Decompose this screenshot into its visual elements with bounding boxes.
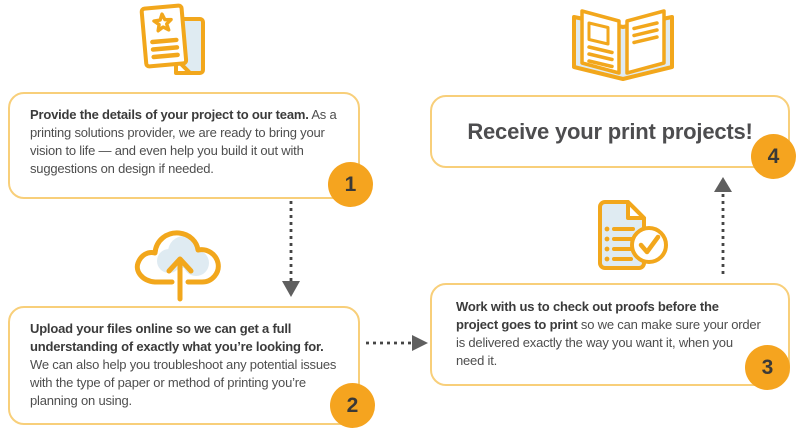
step-3-text: Work with us to check out proofs before … [456,298,764,370]
step-2-number-badge: 2 [330,383,375,428]
open-booklet-icon [572,9,674,81]
step-1-text: Provide the details of your project to o… [30,106,338,178]
step-1-body: As a printing solutions provider, we are… [30,107,337,176]
step-4-number-badge: 4 [751,134,796,179]
step-4-card: Receive your print projects! [430,95,790,168]
step-2-body: We can also help you troubleshoot any po… [30,356,337,408]
step-2-text: Upload your files online so we can get a… [30,320,338,410]
step-3-card: Work with us to check out proofs before … [430,283,790,386]
arrow-down-step1-to-step2-icon [282,201,300,297]
step-1-card: Provide the details of your project to o… [8,92,360,199]
proof-checklist-check-icon [598,200,668,270]
step-3-body: so we can make sure your order is delive… [456,316,761,368]
cloud-upload-icon [134,230,221,302]
step-1-lead: Provide the details of your project to o… [30,107,309,122]
arrow-up-step3-to-step4-icon [714,177,732,275]
arrow-right-step2-to-step3-icon [366,335,428,351]
step-3-lead: Work with us to check out proofs before … [456,299,719,332]
flyer-document-star-icon [139,3,205,75]
step-1-number-badge: 1 [328,162,373,207]
step-3-number-badge: 3 [745,345,790,390]
step-2-lead: Upload your files online so we can get a… [30,321,324,354]
step-2-card: Upload your files online so we can get a… [8,306,360,425]
step-4-title: Receive your print projects! [467,118,753,144]
